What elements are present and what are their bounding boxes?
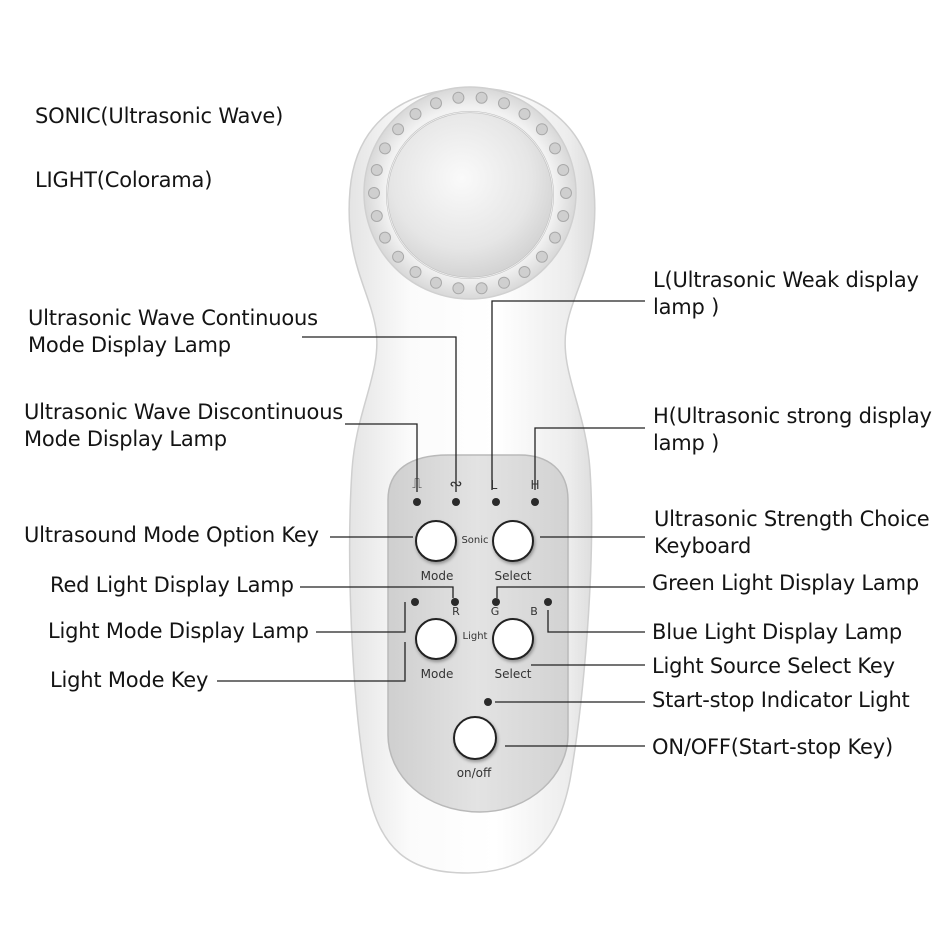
led-bead — [379, 142, 391, 155]
led-bead — [557, 210, 570, 222]
select-label-1: Select — [494, 569, 532, 583]
led-bead — [549, 142, 561, 155]
label-start-stop-light: Start-stop Indicator Light — [652, 688, 910, 712]
led-bead — [518, 108, 531, 120]
h-lamp — [531, 498, 539, 506]
leader-h — [534, 427, 645, 490]
leader-red — [300, 586, 454, 598]
label-h-lamp: H(Ultrasonic strong display lamp ) — [653, 404, 932, 455]
onoff-button[interactable] — [453, 716, 497, 760]
label-onoff-key: ON/OFF(Start-stop Key) — [652, 735, 893, 759]
symbol-discontinuous: ⎍ — [412, 476, 422, 492]
led-bead — [452, 91, 465, 104]
leader-l — [491, 300, 645, 490]
b-label: B — [530, 605, 538, 618]
led-bead — [409, 266, 422, 278]
mirror-plate — [386, 111, 554, 279]
led-bead — [498, 276, 510, 289]
label-continuous: Ultrasonic Wave Continuous Mode Display … — [28, 306, 318, 357]
green-lamp — [492, 598, 500, 606]
label-light-mode-lamp: Light Mode Display Lamp — [48, 619, 309, 643]
label-l-lamp: L(Ultrasonic Weak display lamp ) — [653, 268, 919, 319]
sonic-mode-button[interactable] — [415, 520, 457, 562]
led-ring — [368, 91, 572, 295]
label-light: LIGHT(Colorama) — [35, 168, 213, 192]
light-select-button[interactable] — [492, 618, 534, 660]
led-bead — [452, 282, 465, 295]
discontinuous-lamp — [413, 498, 421, 506]
led-bead — [498, 97, 510, 110]
led-bead — [379, 231, 391, 244]
label-strength-keyboard: Ultrasonic Strength Choice Keyboard — [654, 507, 930, 558]
led-bead — [560, 187, 572, 199]
light-mode-button[interactable] — [415, 618, 457, 660]
led-bead — [430, 276, 442, 289]
g-label: G — [490, 605, 500, 618]
led-bead — [535, 123, 548, 136]
led-bead — [370, 164, 383, 176]
blue-lamp — [544, 598, 552, 606]
label-light-mode-key: Light Mode Key — [50, 668, 209, 692]
led-bead — [430, 97, 442, 110]
led-bead — [549, 231, 561, 244]
light-label: Light — [462, 631, 488, 642]
leader-light-mode-key — [217, 642, 406, 682]
label-us-mode-key: Ultrasound Mode Option Key — [24, 523, 319, 547]
leader-lines — [217, 300, 645, 747]
led-bead — [518, 266, 531, 278]
led-bead — [535, 250, 548, 263]
leader-blue — [547, 610, 645, 633]
leader-green — [496, 586, 645, 598]
label-sonic: SONIC(Ultrasonic Wave) — [35, 104, 284, 128]
l-lamp — [492, 498, 500, 506]
led-bead — [409, 108, 422, 120]
label-green-lamp: Green Light Display Lamp — [652, 571, 919, 595]
led-bead — [392, 250, 405, 263]
led-bead — [557, 164, 570, 176]
label-red-lamp: Red Light Display Lamp — [50, 573, 294, 597]
mode-label-1: Mode — [420, 569, 454, 583]
red-lamp — [451, 598, 459, 606]
select-label-2: Select — [494, 667, 532, 681]
led-bead — [475, 91, 488, 104]
continuous-lamp — [452, 498, 460, 506]
label-discontinuous: Ultrasonic Wave Discontinuous Mode Displ… — [24, 400, 344, 451]
label-light-source-key: Light Source Select Key — [652, 654, 895, 678]
symbol-continuous: ∾ — [449, 474, 463, 493]
sonic-label: Sonic — [461, 535, 489, 546]
led-bead — [475, 282, 488, 295]
label-blue-lamp: Blue Light Display Lamp — [652, 620, 903, 644]
leader-discontinuous — [345, 423, 418, 492]
r-label: R — [452, 605, 460, 618]
led-bead — [370, 210, 383, 222]
light-mode-lamp — [411, 598, 419, 606]
led-bead — [368, 187, 380, 199]
sonic-select-button[interactable] — [492, 520, 534, 562]
start-stop-lamp — [484, 698, 492, 706]
lamp-label-h: H — [530, 478, 540, 492]
leader-continuous — [302, 336, 457, 492]
leader-light-mode-lamp — [316, 602, 406, 633]
mode-label-2: Mode — [420, 667, 454, 681]
led-bead — [392, 123, 405, 136]
onoff-label: on/off — [456, 766, 492, 780]
lamp-label-l: L — [490, 478, 498, 492]
